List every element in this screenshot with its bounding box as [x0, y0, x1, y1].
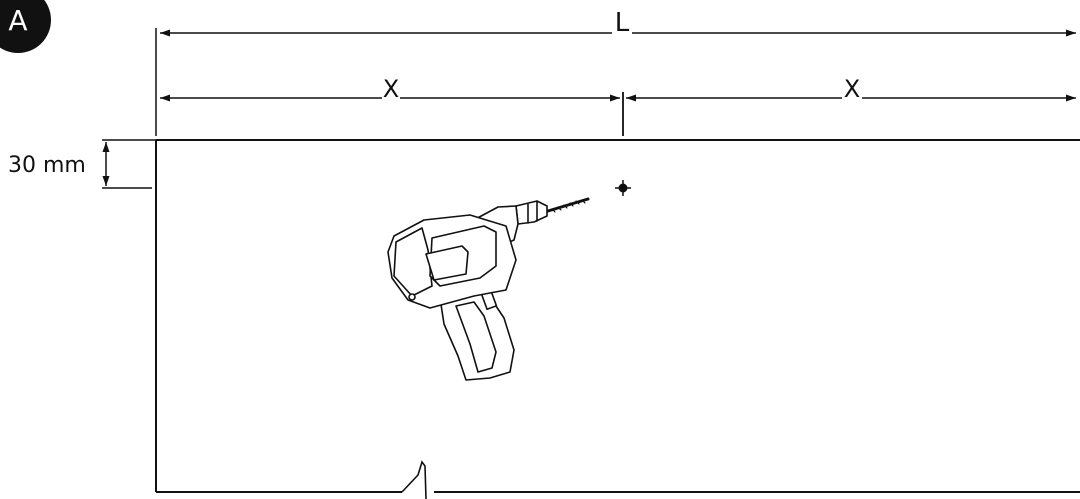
step-letter: A — [8, 4, 27, 37]
edge-offset-label: 30 mm — [8, 153, 86, 178]
half-length-label-right: X — [844, 75, 860, 103]
dimension-total-length: L — [160, 8, 1076, 38]
drill-icon — [387, 197, 590, 381]
half-length-label-left: X — [383, 75, 399, 103]
dimension-edge-offset: 30 mm — [8, 139, 156, 189]
total-length-label: L — [615, 8, 630, 38]
dimension-half-right: X — [626, 75, 1076, 103]
panel-outline — [155, 139, 1080, 499]
drill-mark-icon — [615, 180, 631, 196]
dimension-half-left: X — [160, 75, 620, 103]
step-badge: A — [0, 0, 51, 53]
